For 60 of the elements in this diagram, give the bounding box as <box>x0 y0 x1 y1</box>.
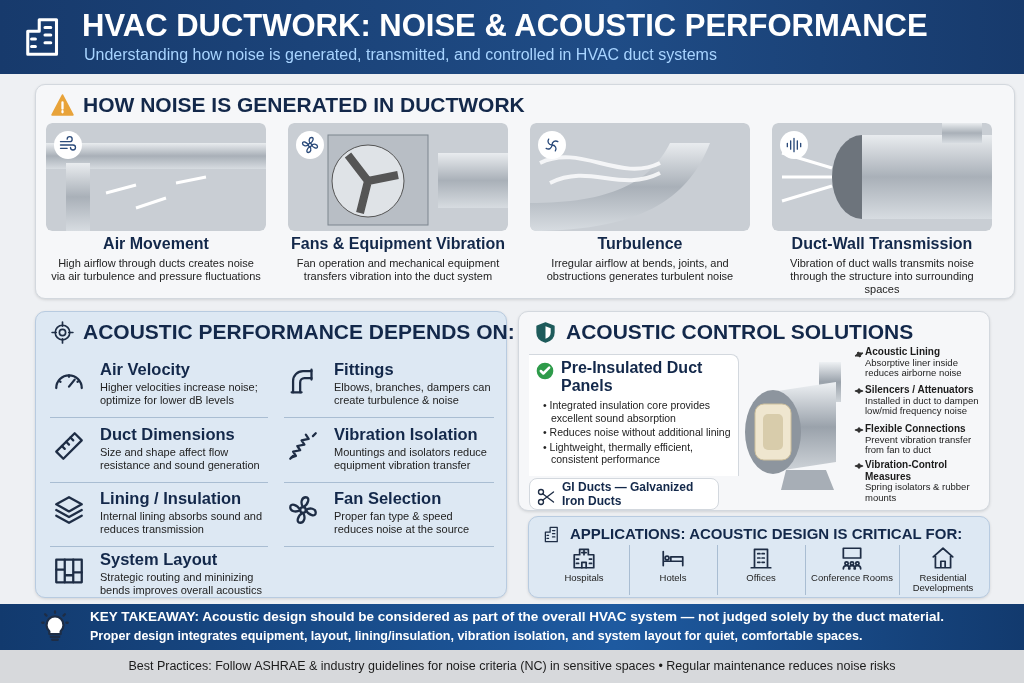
factor-description: Strategic routing and mininizing bends improves overall acoustics <box>100 571 264 598</box>
bullet-item: • Reduces noise without additional lining <box>543 426 732 439</box>
footer-bar <box>0 650 1024 683</box>
application-label: Hotels <box>658 573 688 584</box>
application-label: Conference Rooms <box>810 573 894 584</box>
card-description: Fan operation and mechanical equipment transfers vibration into the duct system <box>295 257 501 284</box>
application-label: Residential Developments <box>911 573 975 594</box>
card-title: Air Movement <box>102 235 210 253</box>
section-heading: ACOUSTIC CONTROL SOLUTIONS <box>566 320 914 344</box>
solution-card <box>529 354 739 476</box>
bullet-item: • Integrated insulation core provides excellent sound absorption <box>543 399 712 425</box>
takeaway-heading: KEY TAKEAWAY: Acoustic design should be considered as part of the overall HVAC system — not judged solely by the duct material. <box>90 609 944 624</box>
factor-title: Vibration Isolation <box>334 425 478 444</box>
card-title: Turbulence <box>596 235 684 253</box>
factor-description: Elbows, branches, dampers can create turbulence & noise <box>334 381 492 408</box>
card-title: Pre-Insulated Duct Panels <box>561 359 704 395</box>
card-title: Duct-Wall Transmission <box>790 235 974 253</box>
best-practices-note: Best Practices: Follow ASHRAE & industry guidelines for noise criteria (NC) in sensitive spaces • Regular maintenance reduces noise risks <box>127 659 897 673</box>
factor-title: Fittings <box>334 360 394 379</box>
section-panel <box>35 84 1015 299</box>
section-panel <box>518 311 990 511</box>
factor-title: Fan Selection <box>334 489 442 508</box>
card-title: Fans & Equipment Vibration <box>290 235 506 253</box>
callout-title: Silencers / Attenuators <box>865 384 975 396</box>
leader-line <box>854 427 864 433</box>
callout-title: Acoustic Lining <box>865 346 941 358</box>
application-label: Offices <box>745 573 777 584</box>
page-title: HVAC DUCTWORK: NOISE & ACOUSTIC PERFORMANCE <box>82 8 928 44</box>
page-subtitle: Understanding how noise is generated, transmitted, and controlled in HVAC duct systems <box>84 46 717 64</box>
leader-line <box>854 463 864 469</box>
factor-description: Mountings and isolators reduce equipment vibration transfer <box>334 446 488 473</box>
section-heading: APPLICATIONS: ACOUSTIC DESIGN IS CRITICAL FOR: <box>570 525 963 542</box>
factor-description: Internal lining absorbs sound and reduces transmission <box>100 510 264 537</box>
solution-card <box>529 478 719 510</box>
callout-title: Vibration-Control Measures <box>865 459 949 482</box>
card-description: Vibration of duct walls transmits noise through the structure into surrounding spaces <box>789 257 975 297</box>
factor-title: Air Velocity <box>100 360 190 379</box>
bullet-item: • Lightweight, thermally efficient, consistent performance <box>543 440 694 466</box>
application-label: Hospitals <box>563 573 605 584</box>
leader-line <box>854 388 864 394</box>
callout-title: Flexible Connections <box>865 423 967 435</box>
callout-text: Absorptive liner inside reduces airborne noise <box>865 357 963 380</box>
card-description: Irregular airflow at bends, joints, and obstructions generates turbulent noise <box>545 257 735 284</box>
card-description: High airflow through ducts creates noise via air turbulence and pressure fluctuations <box>50 257 262 284</box>
card-title: GI Ducts — Galvanized Iron Ducts <box>562 481 695 509</box>
takeaway-banner <box>0 604 1024 650</box>
callout-text: Installed in duct to dampen low/mid frequency noise <box>865 395 980 418</box>
section-heading: ACOUSTIC PERFORMANCE DEPENDS ON: <box>83 320 515 344</box>
callout-text: Spring isolators & rubber mounts <box>865 482 971 504</box>
section-heading: HOW NOISE IS GENERATED IN DUCTWORK <box>83 93 525 117</box>
factor-title: Lining / Insulation <box>100 489 242 508</box>
factor-description: Higher velocities increase noise; optimize for lower dB levels <box>100 381 259 408</box>
callout-text: Prevent vibration transfer from fan to duct <box>865 434 973 457</box>
takeaway-text: Proper design integrates equipment, layout, lining/insulation, vibration isolation, and system layout for quiet, comfortable spaces. <box>90 629 863 643</box>
factor-title: System Layout <box>100 550 218 569</box>
leader-line <box>854 351 864 358</box>
factor-title: Duct Dimensions <box>100 425 235 444</box>
section-panel <box>528 516 990 598</box>
factor-description: Proper fan type & speed reduces noise at the source <box>334 510 471 537</box>
factor-description: Size and shape affect flow resistance and sound generation <box>100 446 261 473</box>
